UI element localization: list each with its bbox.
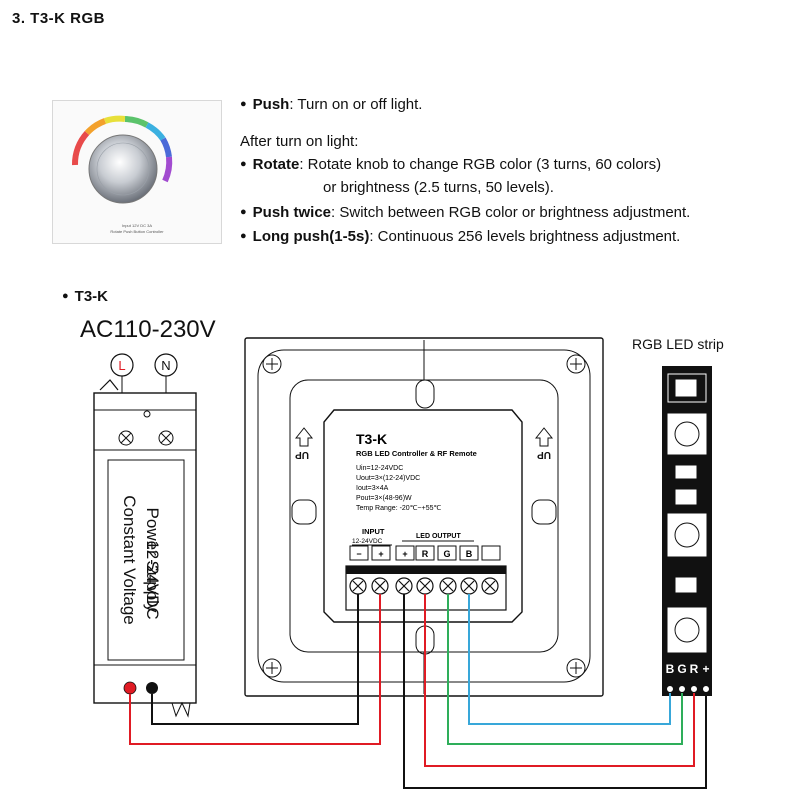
- bullet-icon: ●: [240, 98, 247, 110]
- terminal-label: G: [443, 549, 450, 559]
- spec-line: Temp Range: -20℃~+55℃: [356, 505, 442, 512]
- instruction-long-push: ●Long push(1-5s): Continuous 256 levels …: [240, 228, 681, 245]
- terminal-n: N: [154, 353, 178, 377]
- wires: [129, 594, 707, 789]
- terminal-label: +: [402, 549, 407, 559]
- input-voltage: 12-24VDC: [352, 538, 383, 545]
- strip-pin-label: G: [677, 662, 686, 676]
- wire-black-ps-to-input: [151, 594, 359, 725]
- strip-title: RGB LED strip: [632, 336, 724, 352]
- wire-red-to-strip: [424, 594, 695, 767]
- ps-output-negative: [146, 682, 158, 694]
- terminal-label: R: [422, 549, 429, 559]
- input-label: INPUT: [362, 527, 385, 536]
- controller-module: T3-K RGB LED Controller & RF Remote Uin=…: [323, 409, 523, 623]
- product-thumbnail: Input 12V DC 3A Rotate Push Button Contr…: [52, 100, 222, 244]
- wire-blue-to-strip: [468, 594, 671, 725]
- color-ring: [71, 115, 173, 183]
- instruction-after: After turn on light:: [240, 133, 359, 150]
- led-output-label: LED OUTPUT: [416, 533, 461, 540]
- up-label-left: UP: [295, 449, 309, 460]
- up-arrow-icon: [294, 427, 314, 447]
- strip-pin-label: B: [666, 662, 675, 676]
- spec-line: Uin=12-24VDC: [356, 465, 403, 472]
- terminal-label: +: [378, 549, 383, 559]
- bullet-icon: ●: [240, 230, 247, 242]
- led-strip: B G R +: [662, 366, 712, 696]
- controller-model: T3-K: [356, 431, 387, 447]
- svg-text:N: N: [161, 358, 170, 373]
- rotary-knob[interactable]: [88, 134, 158, 204]
- strip-pin-label: R: [690, 662, 699, 676]
- screw-icon: [262, 354, 586, 678]
- instruction-push-twice: ●Push twice: Switch between RGB color or…: [240, 204, 691, 221]
- instruction-rotate: ●Rotate: Rotate knob to change RGB color…: [240, 156, 662, 173]
- spec-line: Pout=3×(48-96)W: [356, 495, 412, 502]
- terminal-label: B: [466, 549, 473, 559]
- spec-line: Uout=3×(12-24)VDC: [356, 475, 420, 482]
- instruction-push: ●Push: Turn on or off light.: [240, 96, 423, 113]
- ac-input-label: AC110-230V: [80, 316, 216, 343]
- thumbnail-caption-2: Rotate Push Button Controller: [110, 229, 164, 234]
- wire-red-ps-to-input: [129, 594, 381, 745]
- instruction-rotate-cont: or brightness (2.5 turns, 50 levels).: [323, 179, 554, 196]
- terminal-l: L: [110, 353, 134, 377]
- bullet-icon: ●: [240, 206, 247, 218]
- wire-black-plus-to-strip: [403, 594, 707, 789]
- up-label-right: UP: [537, 449, 551, 460]
- model-bullet: ●T3-K: [62, 288, 108, 305]
- spec-line: Iout=3×4A: [356, 485, 389, 492]
- controller-subtitle: RGB LED Controller & RF Remote: [356, 449, 477, 458]
- ps-label-line3: Constant Voltage: [120, 495, 139, 625]
- svg-text:L: L: [118, 358, 125, 373]
- thumbnail-caption-1: Input 12V DC 3A: [121, 223, 153, 228]
- up-arrow-icon: [534, 427, 554, 447]
- power-supply: [93, 379, 197, 718]
- strip-pin-label: +: [702, 662, 709, 676]
- section-heading: 3. T3-K RGB: [12, 10, 106, 27]
- terminal-label: −: [356, 549, 361, 559]
- wire-green-to-strip: [447, 594, 683, 745]
- bullet-icon: ●: [240, 158, 247, 170]
